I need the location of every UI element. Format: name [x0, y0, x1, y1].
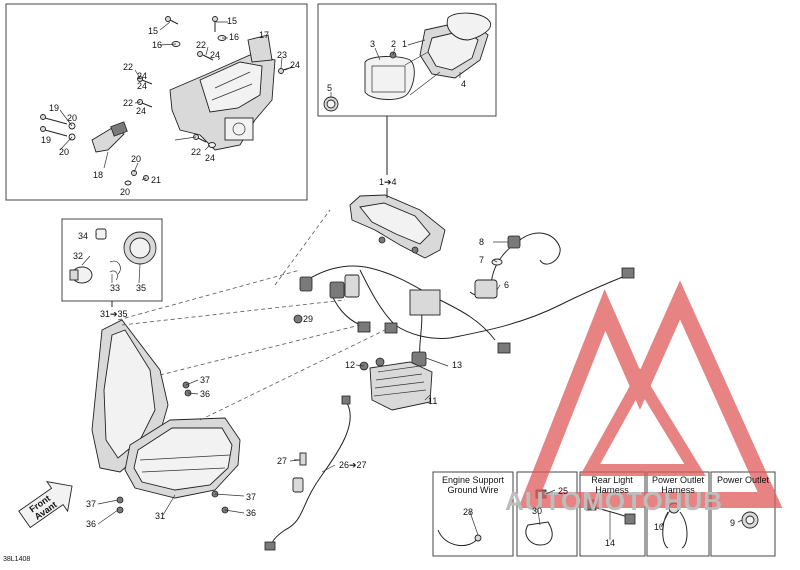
gauge-frame [317, 3, 497, 117]
headlight-support-bracket [169, 34, 276, 151]
callout: 31➔35 [100, 309, 128, 319]
inset-title-power-outlet: Power Outlet [717, 475, 770, 485]
watermark-brand-text: AUTOMOTOHUB [505, 486, 723, 516]
callout: 19 [49, 103, 59, 113]
inset-title-rear-light-2: Harness [595, 485, 629, 495]
callout: 28 [463, 507, 473, 517]
callout: 9 [730, 518, 735, 528]
callout: 36 [200, 389, 210, 399]
callout: 15 [148, 26, 158, 36]
callout: 11 [428, 396, 437, 406]
callout: 30 [532, 506, 542, 516]
callout: 2 [391, 39, 396, 49]
inset-title-engine-support: Engine Support [442, 475, 505, 485]
callout: 17 [259, 30, 269, 40]
inset-title-rear-light: Rear Light [591, 475, 633, 485]
callout: 10 [654, 522, 664, 532]
callout: 8 [479, 237, 484, 247]
callout: 24 [136, 106, 146, 116]
callout-labels: 15 15 16 16 17 22 24 23 24 22 24 22 24 2… [41, 16, 735, 548]
wire-26-27 [264, 395, 351, 551]
callout: 31 [155, 511, 165, 521]
callout: 22 [123, 62, 133, 72]
callout: 18 [93, 170, 103, 180]
callout: 5 [327, 83, 332, 93]
callout: 26➔27 [339, 460, 367, 470]
callout: 15 [227, 16, 237, 26]
callout: 33 [110, 283, 120, 293]
gauge-leaders [330, 39, 461, 97]
callout: 37 [246, 492, 256, 502]
guide-lines [117, 209, 386, 421]
callout: 22 [123, 98, 133, 108]
inset-title-power-outlet-harness-2: Harness [661, 485, 695, 495]
inset-title-engine-support-2: Ground Wire [447, 485, 498, 495]
callout: 23 [277, 50, 287, 60]
callout: 22 [196, 40, 206, 50]
watermark-logo [518, 280, 783, 508]
callout: 20 [131, 154, 141, 164]
callout: 6 [504, 280, 509, 290]
ground-connector-18 [91, 121, 149, 186]
callout: 3 [370, 39, 375, 49]
callout: 16 [229, 32, 239, 42]
callout: 27 [277, 456, 287, 466]
callout: 20 [120, 187, 130, 197]
callout: 19 [41, 135, 51, 145]
callout-leaders [81, 233, 743, 540]
bracket-leaders [59, 21, 293, 181]
reference-code: 38L1408 [3, 556, 30, 563]
callout: 21 [151, 175, 161, 185]
callout: 1 [402, 39, 407, 49]
callout: 36 [246, 508, 256, 518]
inset-titles: Engine Support Ground Wire Rear Light Ha… [442, 475, 770, 495]
callout: 12 [345, 360, 355, 370]
callout: 32 [73, 251, 83, 261]
callout: 24 [137, 81, 147, 91]
callout: 20 [59, 147, 69, 157]
main-harness [299, 265, 635, 367]
gauge-cluster [323, 12, 492, 112]
callout: 25 [558, 486, 568, 496]
callout: 1➔4 [379, 177, 397, 187]
accessory-harness-6-8 [469, 232, 561, 299]
part-marker [293, 314, 303, 324]
callout: 22 [191, 147, 201, 157]
callout: 29 [303, 314, 313, 324]
callout: 20 [67, 113, 77, 123]
bracket-frame [5, 3, 308, 201]
callout: 36 [86, 519, 96, 529]
front-arrow [18, 481, 73, 529]
callout: 14 [605, 538, 615, 548]
callout: 24 [210, 50, 220, 60]
bulb-assembly [69, 228, 157, 284]
callout: 37 [200, 375, 210, 385]
callout: 7 [479, 255, 484, 265]
regulator-11 [359, 357, 433, 411]
callout: 24 [290, 60, 300, 70]
callout: 35 [136, 283, 146, 293]
callout: 34 [78, 231, 88, 241]
inset-title-power-outlet-harness: Power Outlet [652, 475, 705, 485]
callout: 4 [461, 79, 466, 89]
cluster-housing [349, 194, 446, 259]
callout: 24 [137, 71, 147, 81]
callout: 37 [86, 499, 96, 509]
callout: 16 [152, 40, 162, 50]
callout: 24 [205, 153, 215, 163]
callout: 13 [452, 360, 462, 370]
headlight-housing [91, 319, 241, 514]
